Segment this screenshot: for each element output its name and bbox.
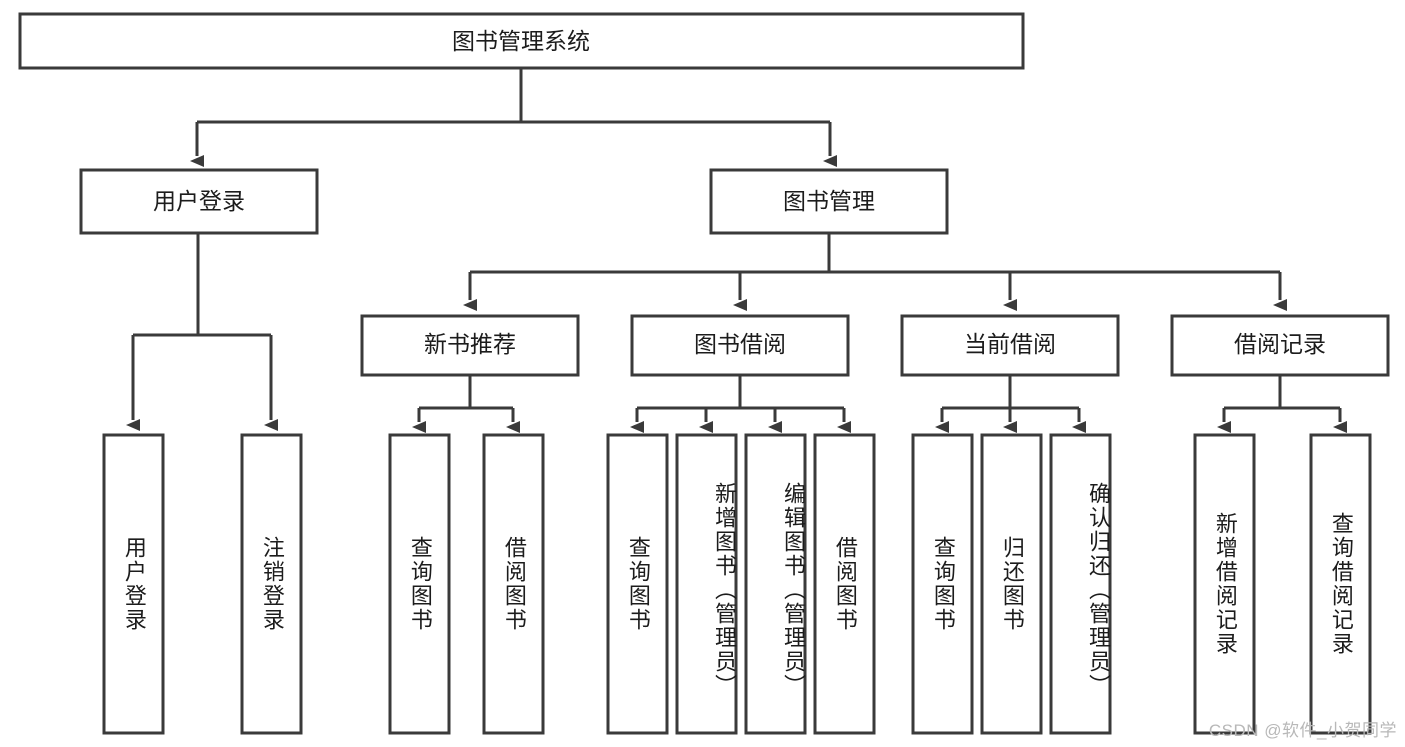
leaf-user-login-1[interactable]	[240, 433, 303, 735]
edge-borrow-record-children	[1217, 375, 1347, 433]
leaf-book-borrow-2[interactable]	[744, 433, 807, 735]
edge-book-borrow-children	[630, 375, 851, 433]
leaf-current-borrow-2[interactable]	[1049, 433, 1112, 735]
leaf-new-book-1[interactable]	[482, 433, 545, 735]
node-book-borrow[interactable]	[630, 314, 850, 377]
node-borrow-record-label: 借阅记录	[1234, 331, 1326, 357]
leaf-book-borrow-0[interactable]	[606, 433, 669, 735]
leaf-user-login-0[interactable]	[102, 433, 165, 735]
edge-book-mgmt-children	[463, 233, 1287, 311]
leaf-book-borrow-1[interactable]	[675, 433, 738, 735]
leaf-borrow-record-0[interactable]	[1193, 433, 1256, 735]
node-root-label: 图书管理系统	[452, 28, 590, 54]
leaf-current-borrow-0[interactable]	[911, 433, 974, 735]
node-root[interactable]	[18, 12, 1025, 70]
leaf-current-borrow-1[interactable]	[980, 433, 1043, 735]
node-current-borrow-label: 当前借阅	[964, 331, 1056, 357]
edge-current-borrow-children	[935, 375, 1086, 433]
node-book-management[interactable]	[709, 168, 949, 235]
node-new-book-recommend-label: 新书推荐	[424, 331, 516, 357]
leaf-new-book-0[interactable]	[388, 433, 451, 735]
node-current-borrow[interactable]	[900, 314, 1120, 377]
leaf-borrow-record-1[interactable]	[1309, 433, 1372, 735]
node-user-login-label: 用户登录	[153, 188, 245, 214]
node-new-book-recommend[interactable]	[360, 314, 580, 377]
node-book-management-label: 图书管理	[783, 188, 875, 214]
node-book-borrow-label: 图书借阅	[694, 331, 786, 357]
leaf-book-borrow-3[interactable]	[813, 433, 876, 735]
edge-root-bus	[190, 68, 837, 167]
edge-user-login-children	[126, 233, 278, 431]
node-user-login[interactable]	[79, 168, 319, 235]
node-borrow-record[interactable]	[1170, 314, 1390, 377]
csdn-watermark: CSDN @软件_小贺同学	[1208, 721, 1397, 740]
edge-new-book-children	[412, 375, 520, 433]
